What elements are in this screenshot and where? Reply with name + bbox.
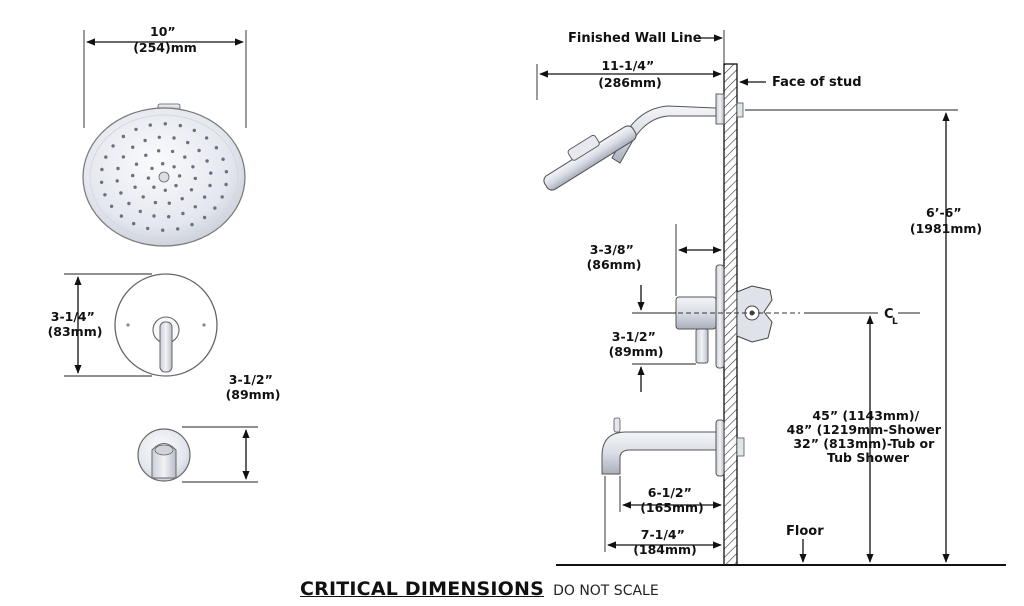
face-of-stud-label: Face of stud [772, 75, 862, 90]
centerline-symbol: C [884, 307, 894, 322]
spout-reach-long-dim: 7-1/4” (184mm) [633, 527, 697, 557]
valve-trim-plate [64, 273, 218, 377]
valve-trim-height-dim: 3-1/4” (83mm) [48, 309, 103, 339]
showerhead-nozzles [99, 122, 229, 232]
valve-elevation-dim: 45” (1143mm)/ 48” (1219mm-Shower 32” (81… [787, 408, 946, 465]
finished-wall [723, 63, 738, 566]
footer-subtitle: DO NOT SCALE [553, 583, 659, 599]
tub-spout-front-view [137, 426, 258, 483]
side-elevation [536, 30, 1006, 566]
spout-reach-short-dim: 6-1/2” (165mm) [640, 485, 704, 515]
finished-wall-line-label: Finished Wall Line [568, 31, 702, 46]
valve-projection-dim: 3-3/8” (86mm) [587, 242, 642, 272]
showerhead-side [543, 93, 744, 191]
tub-spout-side [601, 417, 745, 477]
showerhead-front-view [82, 30, 247, 247]
footer-title: CRITICAL DIMENSIONS [300, 578, 544, 600]
showerhead-reach-dim: 11-1/4” (286mm) [598, 58, 662, 90]
valve-side [675, 264, 800, 369]
head-width-dim: 10” (254)mm [133, 24, 197, 55]
footer: CRITICAL DIMENSIONS DO NOT SCALE [300, 578, 659, 600]
centerline-subscript: L [892, 317, 898, 327]
floor-label: Floor [786, 524, 824, 539]
handle-height-dim: 3-1/2” (89mm) [609, 329, 664, 359]
spout-height-dim: 3-1/2” (89mm) [226, 372, 281, 402]
head-elevation-dim: 6’-6” (1981mm) [910, 205, 982, 236]
